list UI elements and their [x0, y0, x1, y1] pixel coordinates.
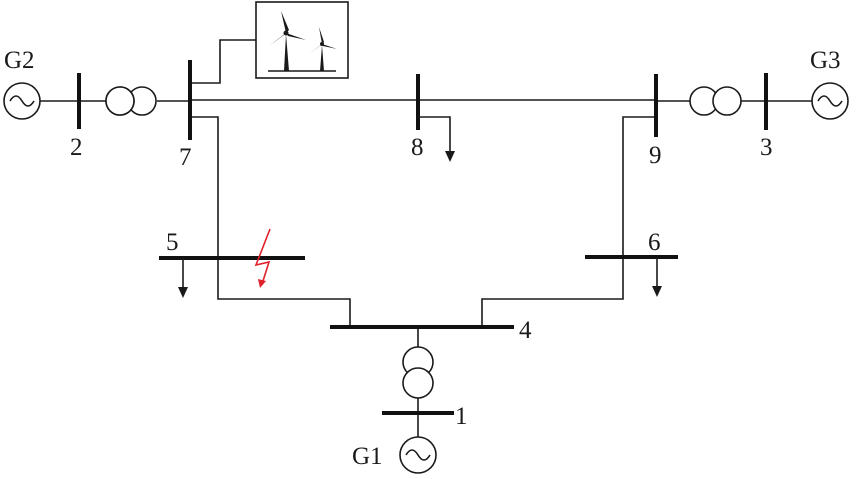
- bus-label-7: 7: [179, 144, 192, 171]
- bus-label-6: 6: [648, 229, 661, 256]
- generator-label-g2: G2: [4, 47, 35, 74]
- bus-label-8: 8: [411, 134, 424, 161]
- bus-label-5: 5: [166, 229, 179, 256]
- bus-label-2: 2: [70, 134, 83, 161]
- line-bus5-bus4: [217, 258, 351, 327]
- bus-label-4: 4: [519, 317, 532, 344]
- lightning-fault-icon: [254, 228, 271, 288]
- load-arrow-icon: [178, 258, 188, 298]
- two-winding-transformer-icon: [105, 86, 157, 116]
- two-winding-transformer-icon: [402, 346, 434, 399]
- generator-label-g3: G3: [810, 47, 841, 74]
- wind-turbine-icon: [255, 1, 349, 79]
- bus-label-3: 3: [760, 134, 773, 161]
- labels: G2 G3 G1 2 7 8 9 3 5 6 4 1: [4, 47, 841, 470]
- line-bus7-windfarm: [190, 39, 256, 84]
- ac-generator-icon: [399, 436, 437, 474]
- transmission-lines: [40, 39, 812, 438]
- line-bus6-bus4: [481, 257, 624, 327]
- ac-generator-icon: [811, 82, 849, 120]
- ac-generator-icon: [3, 82, 41, 120]
- bus-label-1: 1: [455, 403, 468, 430]
- generator-label-g1: G1: [352, 443, 383, 470]
- load-arrow-icon: [418, 116, 455, 162]
- two-winding-transformer-icon: [689, 86, 742, 116]
- bus-label-9: 9: [649, 142, 662, 169]
- load-arrow-icon: [652, 257, 662, 297]
- line-bus7-bus5: [190, 116, 219, 258]
- line-bus9-bus6: [622, 116, 656, 257]
